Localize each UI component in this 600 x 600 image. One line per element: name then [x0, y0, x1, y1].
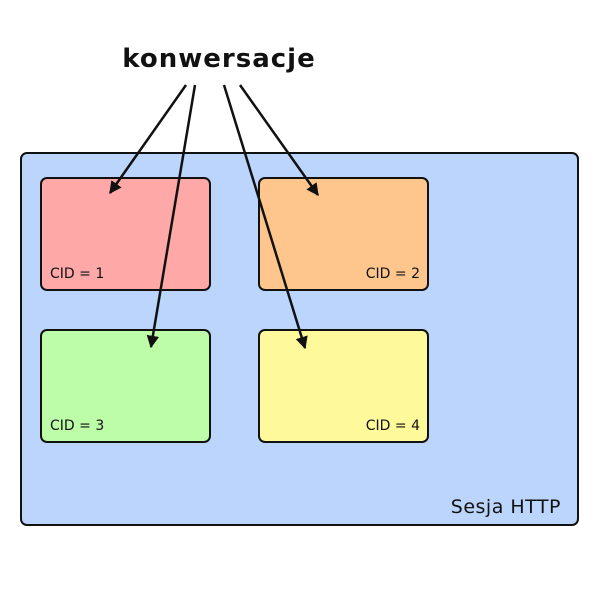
- conversation-box-4: CID = 4: [258, 329, 429, 443]
- conversation-label-2: CID = 2: [365, 266, 420, 282]
- conversation-label-4: CID = 4: [365, 418, 420, 434]
- conversation-box-2: CID = 2: [258, 177, 429, 291]
- diagram-title: konwersacje: [122, 44, 316, 74]
- conversation-box-3: CID = 3: [40, 329, 211, 443]
- conversation-label-1: CID = 1: [50, 266, 105, 282]
- conversation-box-1: CID = 1: [40, 177, 211, 291]
- http-session-label: Sesja HTTP: [450, 496, 561, 518]
- conversation-label-3: CID = 3: [50, 418, 105, 434]
